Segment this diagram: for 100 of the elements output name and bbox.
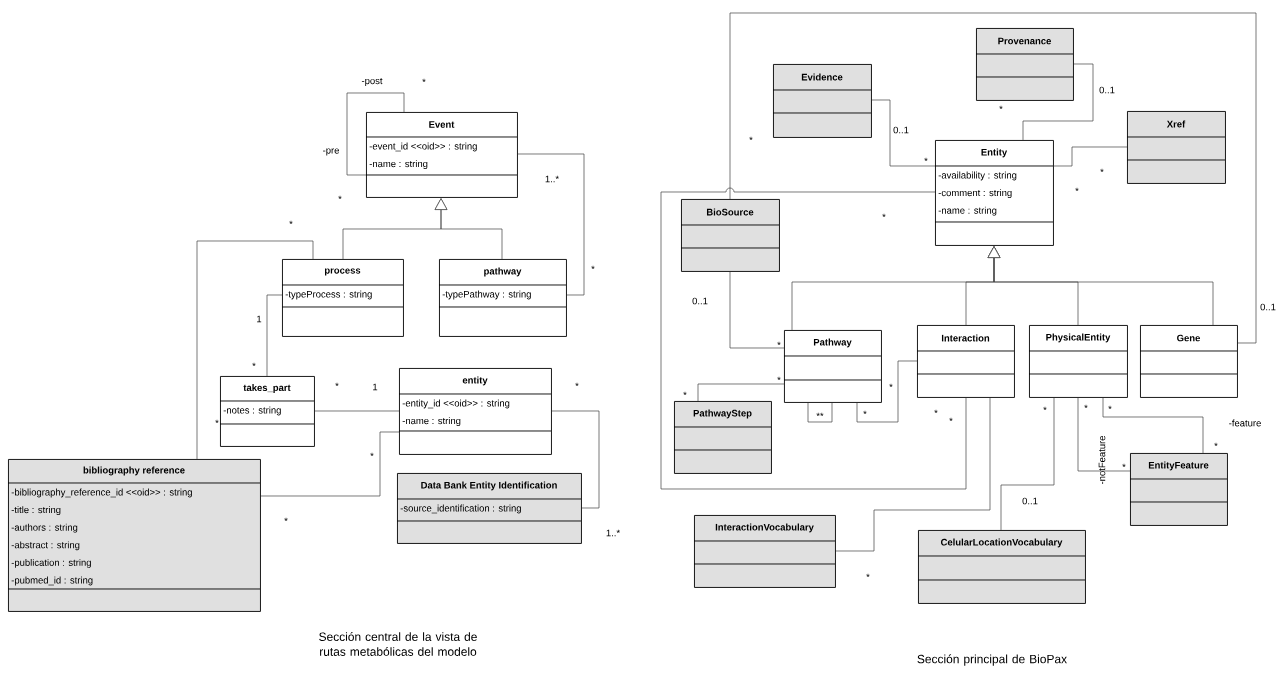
attribute-text: -title : string — [11, 506, 61, 515]
association-line — [697, 383, 785, 402]
multiplicity-label: * — [934, 409, 938, 414]
multiplicity-label: * — [777, 376, 781, 381]
class-name: Interaction — [941, 334, 990, 342]
multiplicity-label: * — [575, 382, 579, 387]
association-line — [1053, 146, 1128, 167]
class-name: PhysicalEntity — [1046, 333, 1111, 343]
attribute-text: -authors : string — [11, 523, 78, 533]
attribute-text: -name : string — [938, 206, 997, 216]
class-name: Gene — [1177, 334, 1200, 342]
attribute-text: -name : string — [402, 417, 461, 426]
role-name: -pre — [323, 148, 339, 156]
multiplicity-label: 1 — [373, 383, 378, 391]
attribute-text: -name : string — [369, 160, 428, 169]
class-box — [1028, 325, 1128, 398]
attribute-text: -typePathway : string — [442, 290, 531, 300]
multiplicity-label: * — [863, 410, 867, 415]
role-name: -feature — [1229, 419, 1261, 427]
association-line — [551, 410, 600, 509]
class-box — [1129, 453, 1228, 526]
multiplicity-label: 1..* — [545, 175, 559, 183]
multiplicity-label: * — [1043, 406, 1047, 411]
association-line — [660, 187, 967, 490]
attribute-text: -bibliography_reference_id <<oid>> : string — [11, 488, 192, 498]
multiplicity-label: * — [338, 195, 342, 200]
association-line — [1022, 63, 1094, 141]
class-name: Xref — [1166, 120, 1186, 128]
class-name: CelularLocationVocabulary — [940, 538, 1063, 548]
multiplicity-label: ** — [816, 412, 824, 417]
multiplicity-label: * — [749, 136, 753, 141]
association-line — [856, 360, 918, 423]
association-line — [1102, 397, 1204, 454]
class-box — [281, 259, 404, 337]
multiplicity-label: * — [1108, 405, 1112, 410]
role-name: -notFeature — [1098, 435, 1106, 485]
class-name: takes_part — [243, 384, 291, 393]
class-box — [396, 473, 582, 544]
attribute-text: -availability : string — [938, 171, 1017, 181]
class-box — [916, 325, 1015, 398]
class-box — [438, 259, 567, 337]
attribute-text: -abstract : string — [11, 541, 80, 551]
multiplicity-label: * — [252, 362, 256, 367]
class-box — [975, 28, 1074, 101]
class-box — [1126, 111, 1226, 184]
generalization-arrow — [987, 246, 1214, 326]
attribute-text: -typeProcess : string — [285, 290, 372, 300]
class-name: pathway — [484, 267, 522, 277]
multiplicity-label: * — [882, 213, 886, 218]
class-name: Provenance — [998, 37, 1051, 45]
multiplicity-label: * — [1084, 404, 1088, 409]
class-box — [783, 330, 882, 403]
attribute-text: -entity_id <<oid>> : string — [402, 399, 510, 409]
association-line — [835, 397, 991, 552]
attribute-text: -comment : string — [938, 189, 1012, 198]
multiplicity-label: * — [866, 573, 870, 578]
association-line — [871, 99, 936, 167]
class-name: BioSource — [707, 208, 754, 216]
class-box — [219, 376, 315, 447]
attribute-text: -source_identification : string — [400, 504, 521, 514]
multiplicity-label: * — [1122, 463, 1126, 468]
multiplicity-label: * — [284, 517, 288, 522]
multiplicity-label: * — [289, 220, 293, 225]
generalization-arrow — [434, 198, 503, 260]
class-box — [673, 401, 772, 474]
multiplicity-label: * — [1100, 168, 1104, 173]
multiplicity-label: 0..1 — [1022, 497, 1038, 505]
association-line — [517, 153, 585, 296]
class-name: Event — [429, 121, 455, 128]
multiplicity-label: 1..* — [606, 529, 620, 537]
association-line — [729, 12, 1257, 344]
multiplicity-label: * — [370, 452, 374, 457]
multiplicity-label: * — [422, 78, 426, 83]
class-name: PathwayStep — [693, 409, 752, 419]
multiplicity-label: * — [335, 382, 339, 387]
multiplicity-label: 0..1 — [692, 297, 708, 305]
multiplicity-label: * — [924, 157, 928, 162]
caption: Sección principal de BioPax — [917, 654, 1067, 666]
association-line — [346, 92, 405, 176]
attribute-text: -publication : string — [11, 559, 91, 568]
association-line — [1077, 397, 1131, 472]
class-box — [934, 140, 1054, 246]
attribute-text: -pubmed_id : string — [11, 576, 93, 586]
class-box — [1139, 325, 1238, 398]
multiplicity-label: * — [949, 417, 953, 422]
association-line — [266, 294, 283, 377]
class-name: Pathway — [813, 338, 852, 348]
class-box — [398, 368, 552, 455]
attribute-text: -notes : string — [223, 406, 281, 416]
multiplicity-label: * — [889, 383, 893, 388]
class-box — [917, 530, 1086, 604]
multiplicity-label: 0..1 — [893, 126, 909, 134]
association-line — [314, 410, 400, 412]
multiplicity-label: 1 — [257, 315, 262, 323]
multiplicity-label: * — [591, 265, 595, 270]
class-name: InteractionVocabulary — [715, 523, 814, 533]
class-name: EntityFeature — [1148, 461, 1209, 471]
association-line — [196, 240, 314, 460]
association-line — [1000, 397, 1055, 531]
class-box — [680, 199, 780, 272]
